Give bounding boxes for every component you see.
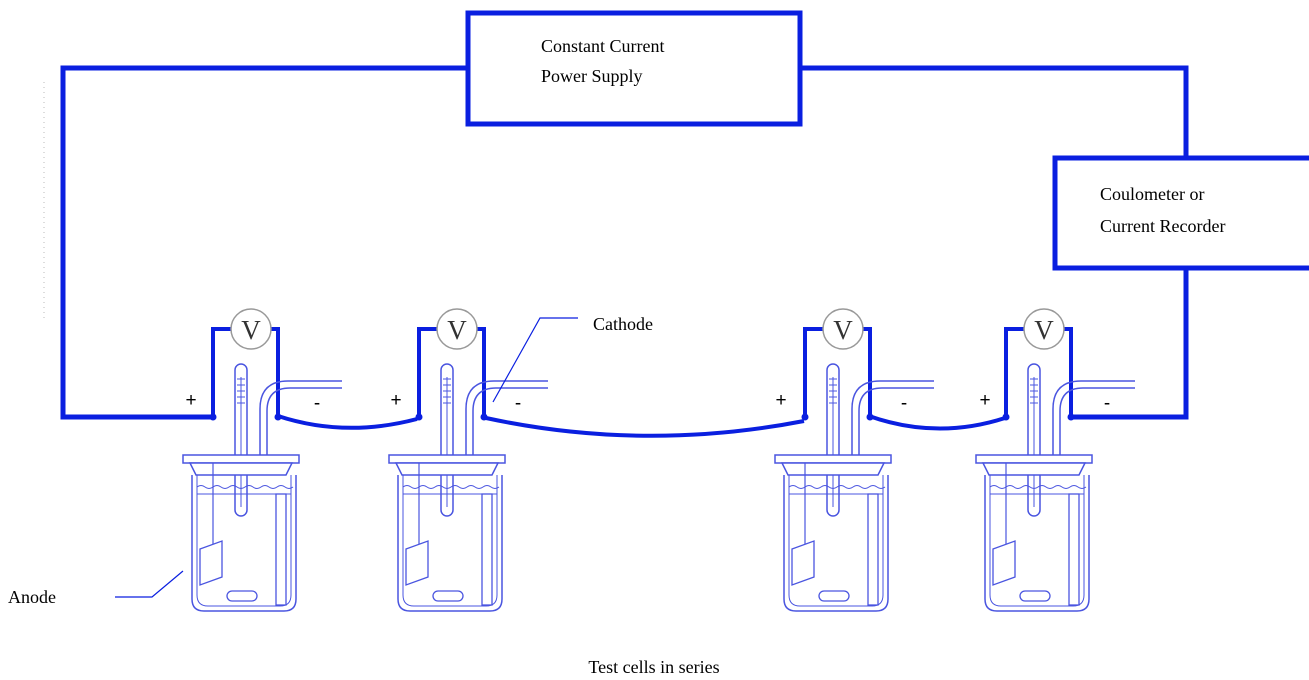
plus-sign: +: [390, 390, 401, 411]
wire-cell1-to-cell2: [277, 414, 418, 430]
test-cell-3: V + -: [773, 307, 936, 613]
plus-sign: +: [775, 390, 786, 411]
minus-sign: -: [901, 393, 907, 414]
wire-supply-to-coulometer: [800, 65, 1189, 158]
minus-sign: -: [515, 393, 521, 414]
minus-sign: -: [1104, 393, 1110, 414]
test-cell-1: V + -: [181, 307, 344, 613]
power-supply-label-line2: Power Supply: [541, 66, 643, 86]
power-supply-box: [465, 10, 803, 127]
voltmeter-symbol: V: [447, 315, 467, 345]
coulometer: Coulometer or Current Recorder: [1052, 155, 1309, 271]
anode-label: Anode: [8, 587, 56, 607]
wire-cell2-to-cell3: [485, 416, 805, 438]
circuit-wiring: [60, 65, 1189, 420]
test-cell-2: V + -: [387, 307, 550, 613]
anode-leader-line: [115, 570, 184, 598]
voltmeter-symbol: V: [1034, 315, 1054, 345]
anode-callout: Anode: [8, 570, 184, 607]
cathode-leader-line: [492, 317, 578, 403]
coulometer-box: [1052, 155, 1309, 271]
test-cell-4: V + -: [974, 307, 1137, 613]
coulometer-label-line2: Current Recorder: [1100, 216, 1225, 236]
minus-sign: -: [314, 393, 320, 414]
wire-coulometer-to-last-cathode: [1071, 268, 1189, 420]
voltmeter-symbol: V: [241, 315, 261, 345]
power-supply: Constant Current Power Supply: [465, 10, 803, 127]
diagram-caption: Test cells in series: [588, 657, 719, 677]
power-supply-label-line1: Constant Current: [541, 36, 665, 56]
voltmeter-symbol: V: [833, 315, 853, 345]
plus-sign: +: [185, 390, 196, 411]
cathode-label: Cathode: [593, 314, 653, 334]
wire-cell3-to-cell4: [868, 414, 1006, 431]
cell-connections: [277, 414, 1006, 438]
wire-supply-to-first-anode: [60, 65, 468, 420]
plus-sign: +: [979, 390, 990, 411]
coulometer-label-line1: Coulometer or: [1100, 184, 1204, 204]
cathode-callout: Cathode: [492, 314, 653, 403]
